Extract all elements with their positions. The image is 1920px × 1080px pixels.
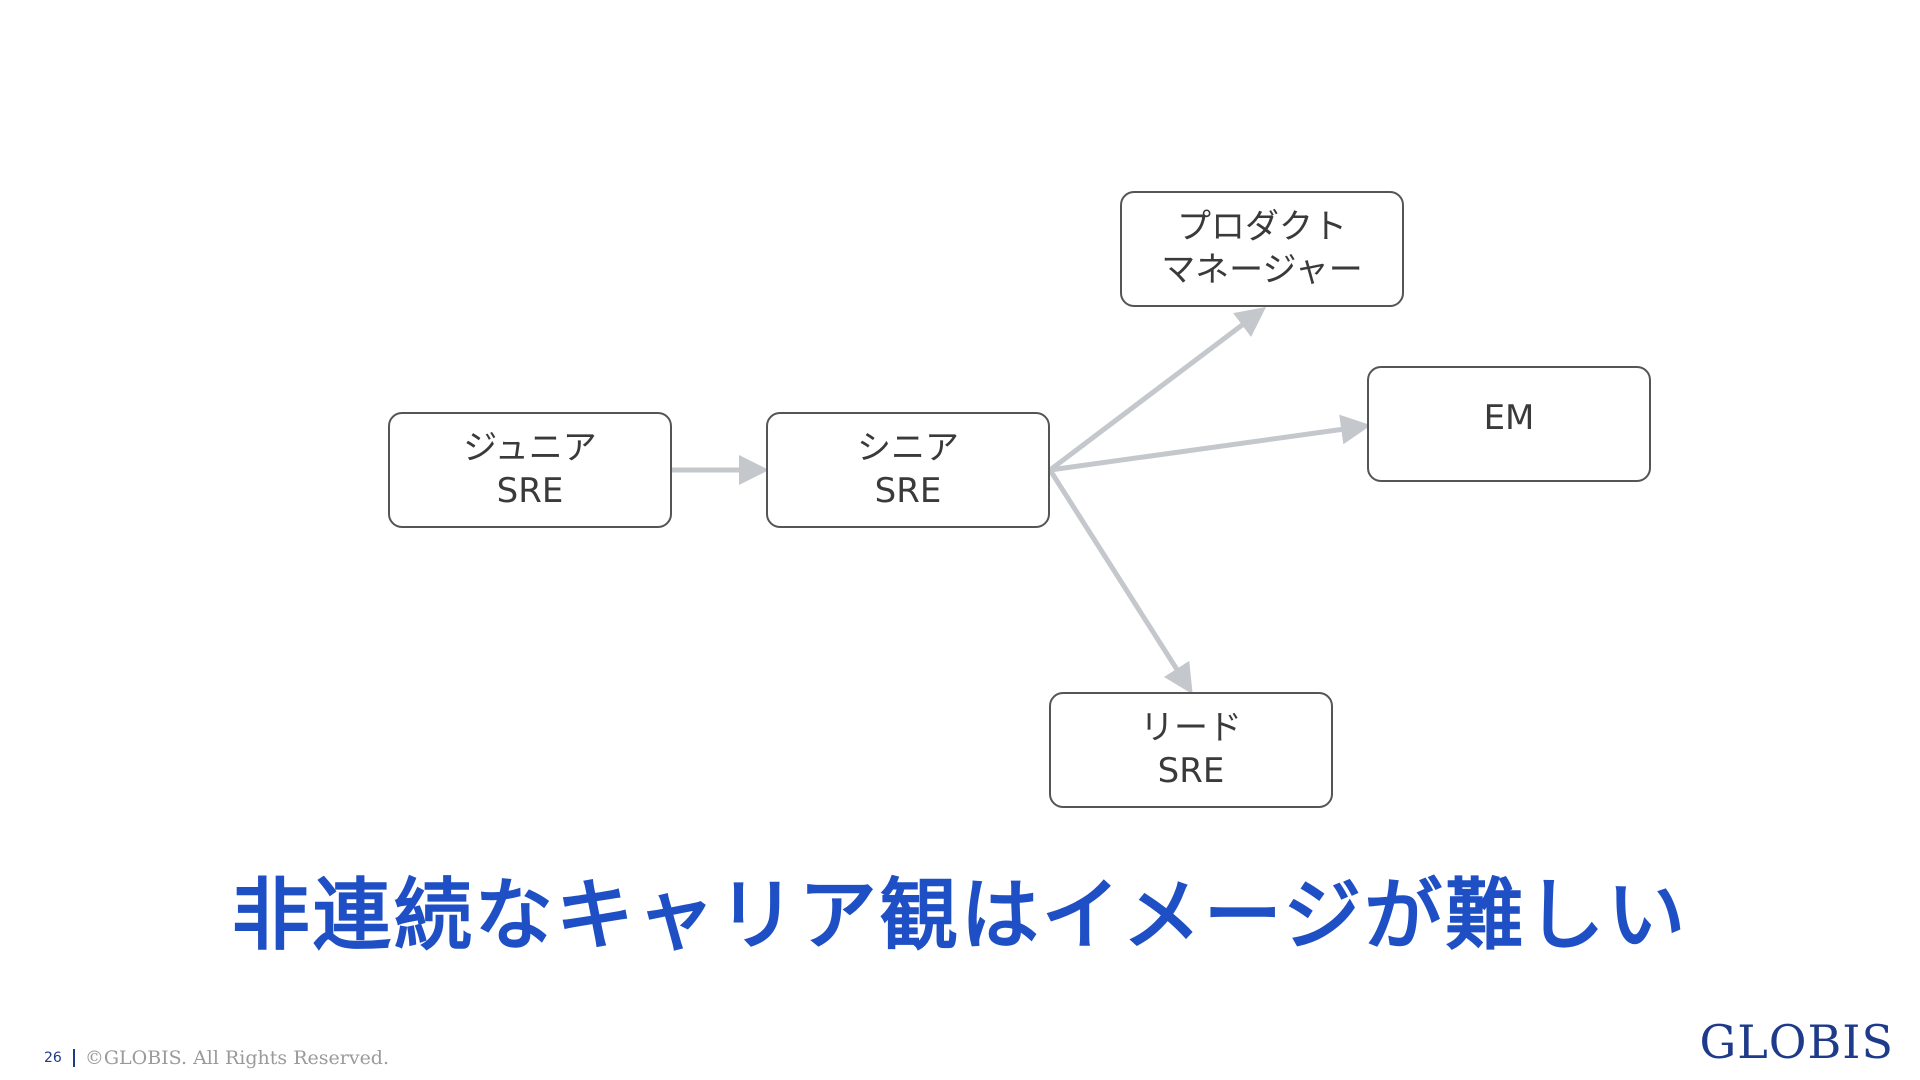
arrow-senior-to-product-manager xyxy=(1048,306,1266,472)
node-em: EM xyxy=(1367,366,1651,482)
node-senior-sre: シニア SRE xyxy=(766,412,1050,528)
arrow-senior-to-em xyxy=(1049,414,1371,473)
node-senior-sre-line2: SRE xyxy=(874,471,942,511)
node-senior-sre-line1: シニア xyxy=(857,428,959,468)
node-product-manager-line1: プロダクト xyxy=(1177,207,1347,247)
node-junior-sre-line1: ジュニア xyxy=(463,428,597,468)
copyright-text: ©GLOBIS. All Rights Reserved. xyxy=(84,1047,390,1069)
slide-footer: 26 ©GLOBIS. All Rights Reserved. xyxy=(44,1046,389,1070)
globis-logo: GLOBIS xyxy=(1699,1015,1894,1069)
node-lead-sre: リード SRE xyxy=(1049,692,1333,808)
footer-divider xyxy=(72,1049,75,1067)
page-number: 26 xyxy=(44,1050,62,1066)
node-lead-sre-line1: リード xyxy=(1140,708,1242,748)
node-product-manager: プロダクト マネージャー xyxy=(1120,191,1404,307)
node-em-label: EM xyxy=(1483,397,1535,438)
node-junior-sre: ジュニア SRE xyxy=(388,412,672,528)
arrow-senior-to-lead xyxy=(1047,468,1193,695)
node-lead-sre-line2: SRE xyxy=(1157,751,1225,791)
slide-headline: 非連続なキャリア観はイメージが難しい xyxy=(231,871,1689,961)
node-junior-sre-line2: SRE xyxy=(496,471,564,511)
node-product-manager-line2: マネージャー xyxy=(1161,250,1363,290)
